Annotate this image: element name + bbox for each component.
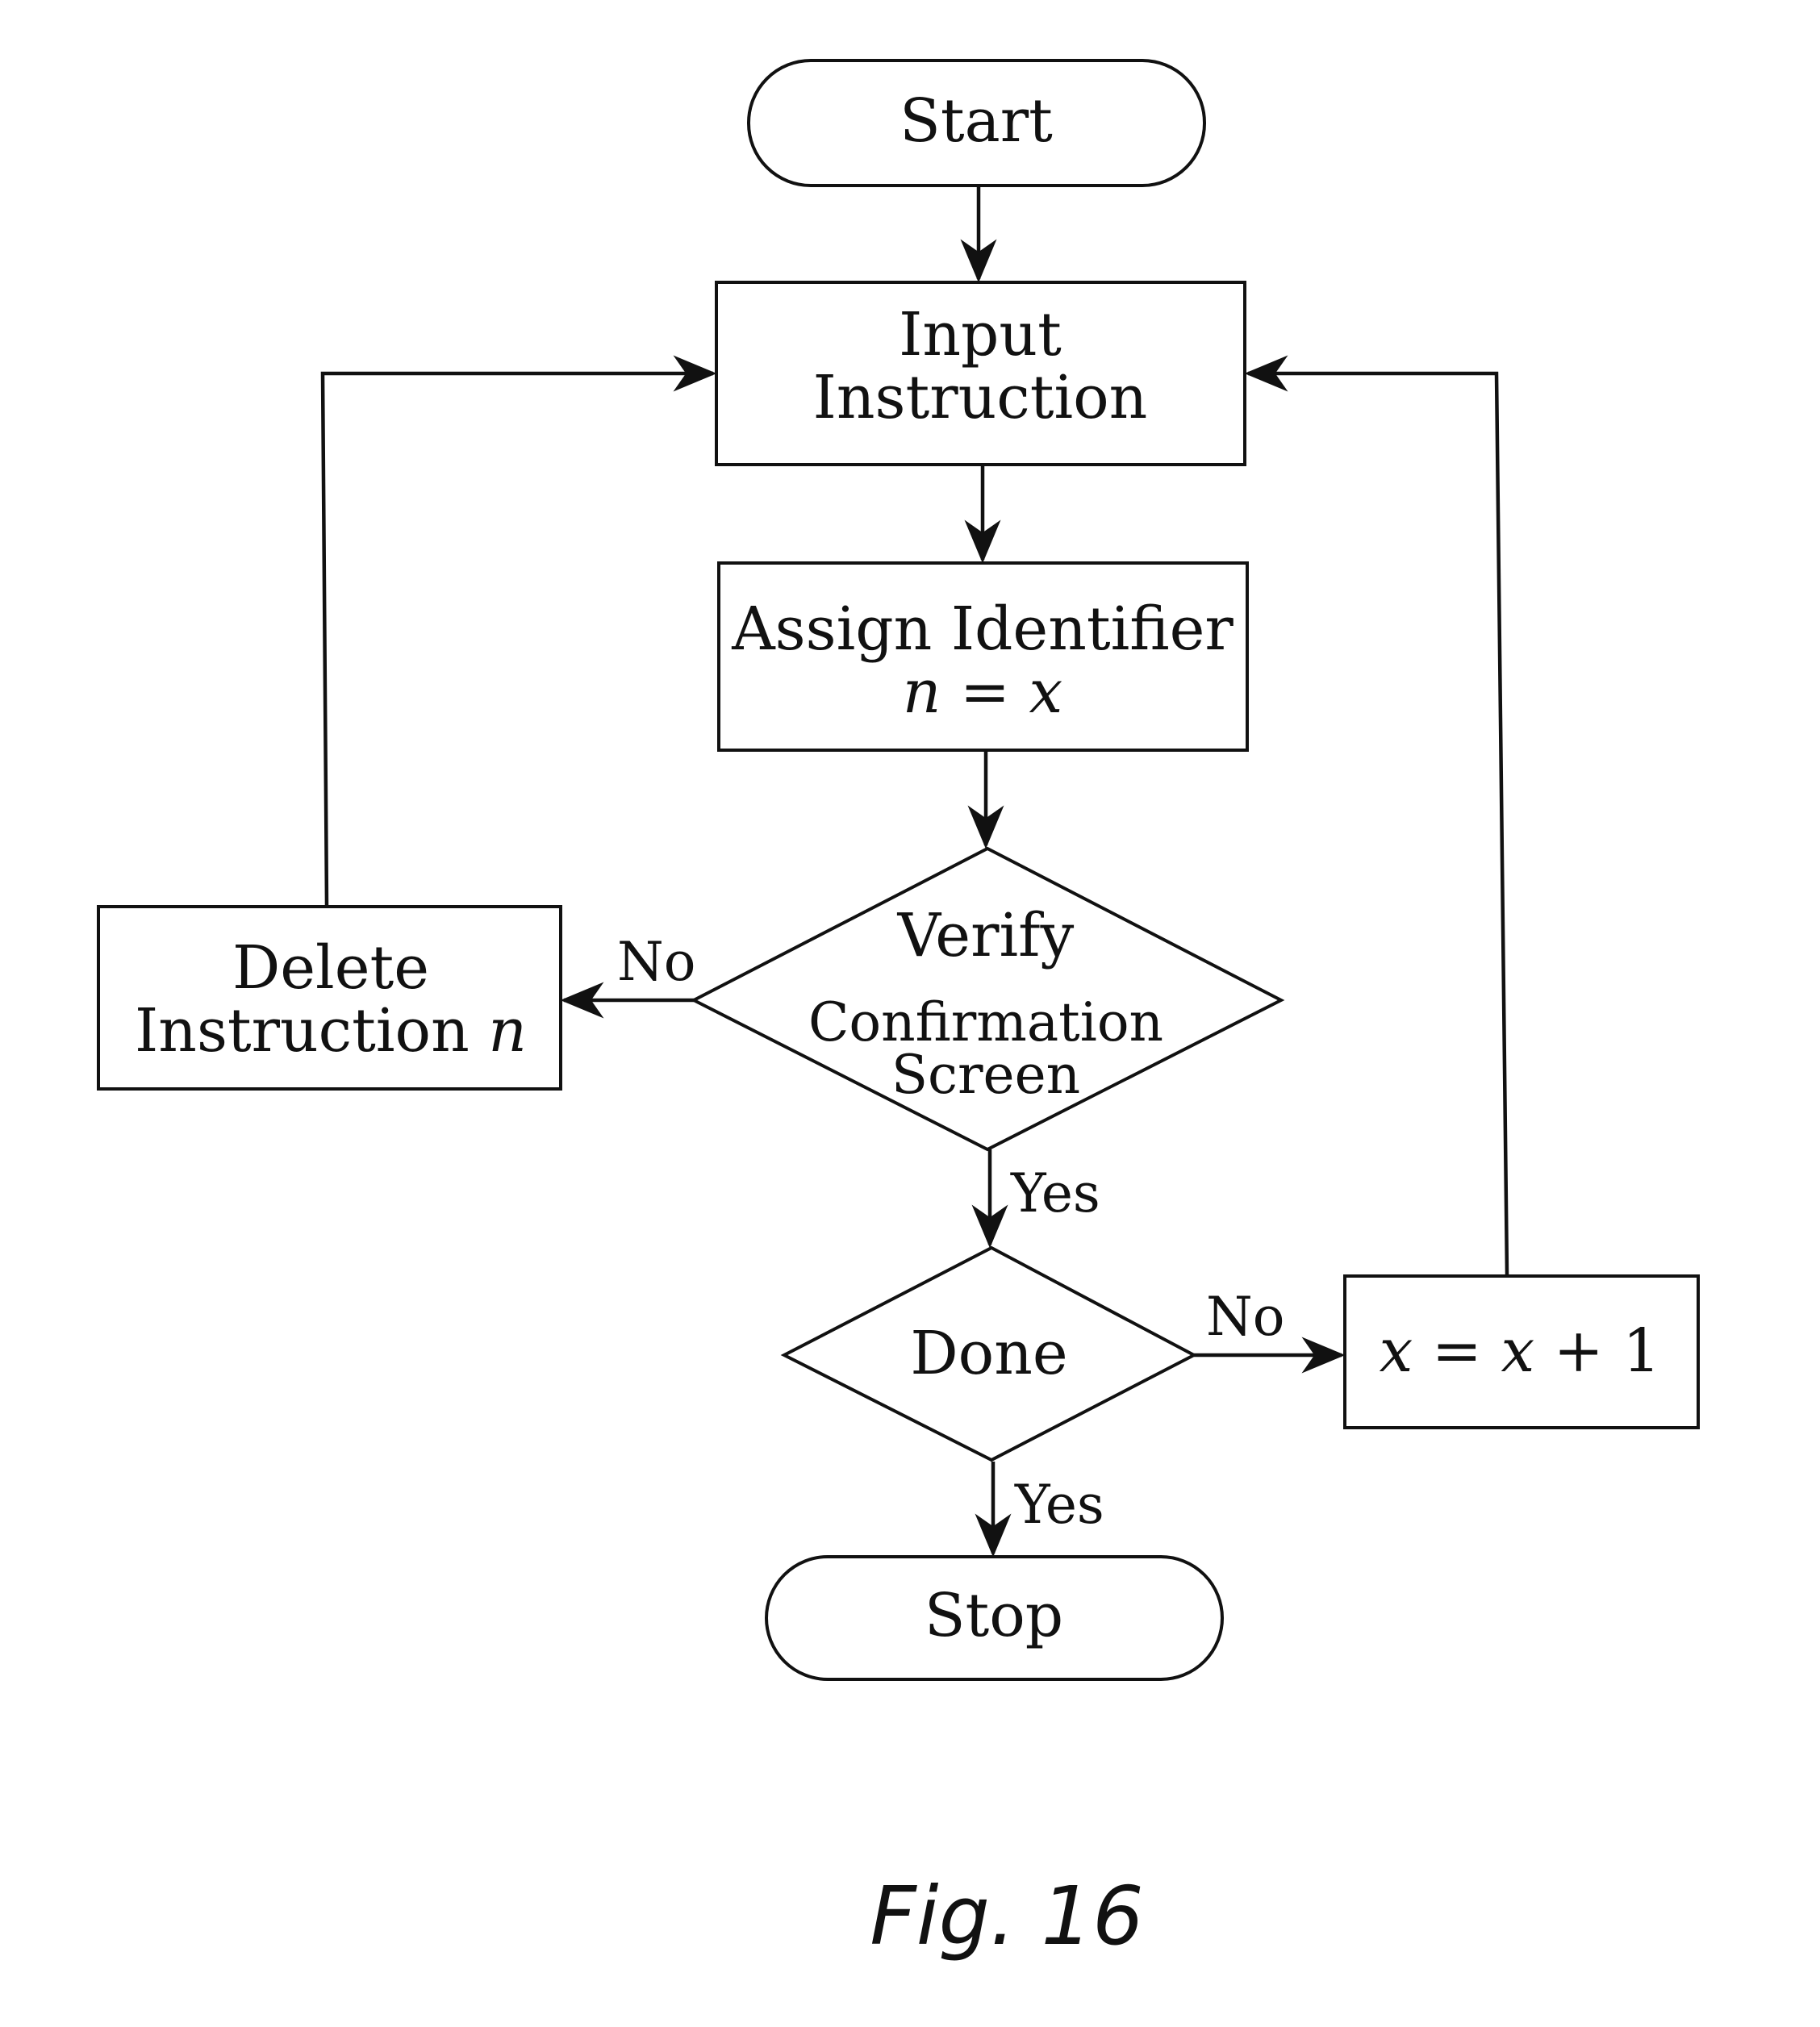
- stop-node: Stop: [766, 1557, 1222, 1679]
- done-label: Done: [910, 1319, 1067, 1388]
- stop-label: Stop: [925, 1581, 1063, 1650]
- start-label: Start: [900, 86, 1053, 156]
- verify-line1: Verify: [897, 901, 1075, 970]
- input-instruction-node: Input Instruction: [716, 282, 1245, 465]
- start-node: Start: [749, 60, 1204, 186]
- increment-label: x = x + 1: [1380, 1316, 1661, 1386]
- figure-caption: Fig. 16: [870, 1869, 1144, 1963]
- input-instruction-line1: Input: [899, 300, 1062, 369]
- delete-instruction-line2: Instruction n: [135, 996, 527, 1066]
- done-yes-label: Yes: [1014, 1474, 1104, 1536]
- done-no-label: No: [1206, 1286, 1285, 1348]
- increment-node: x = x + 1: [1345, 1276, 1698, 1428]
- verify-no-label: No: [617, 931, 696, 993]
- arrow-increment-loop-to-input: [1248, 373, 1507, 1274]
- verify-line3: Screen: [891, 1044, 1080, 1106]
- input-instruction-line2: Instruction: [813, 363, 1148, 432]
- done-decision-node: Done: [784, 1248, 1194, 1460]
- delete-instruction-node: Delete Instruction n: [98, 907, 561, 1089]
- assign-identifier-line2: n = x: [903, 657, 1062, 727]
- verify-yes-label: Yes: [1010, 1162, 1100, 1224]
- verify-decision-node: Verify Confirmation Screen: [694, 849, 1281, 1149]
- assign-identifier-node: Assign Identifier n = x: [719, 563, 1247, 750]
- arrow-delete-loop-to-input: [323, 373, 713, 907]
- delete-instruction-line1: Delete: [232, 933, 429, 1003]
- assign-identifier-line1: Assign Identifier: [731, 594, 1234, 664]
